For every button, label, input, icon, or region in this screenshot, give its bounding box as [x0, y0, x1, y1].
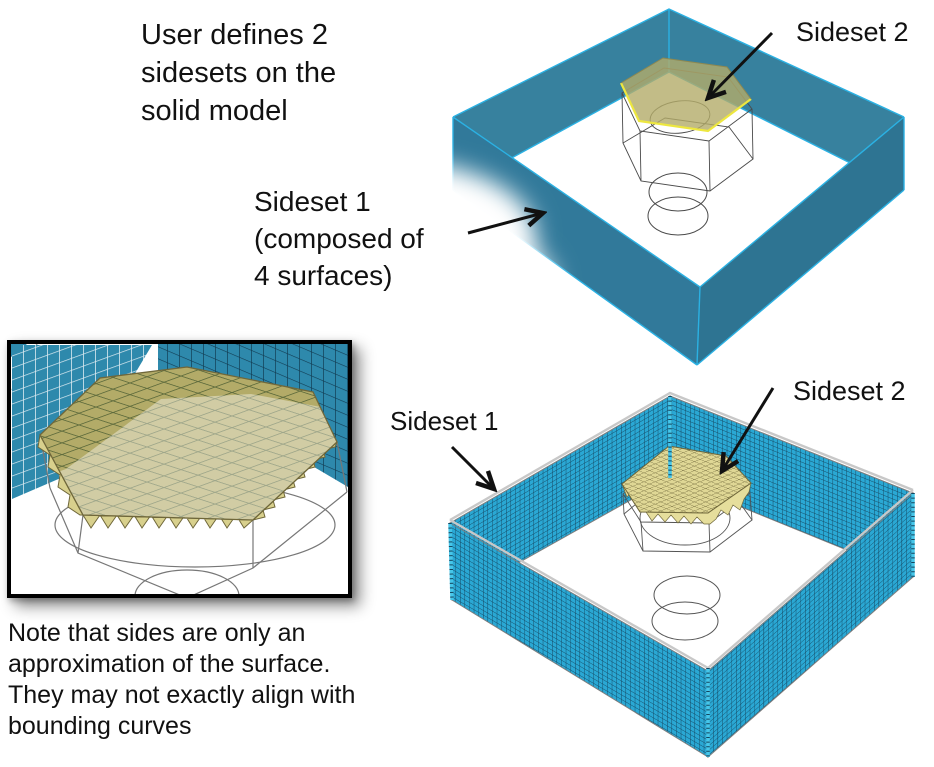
- sideset1-top-arrow: [467, 213, 543, 235]
- sideset2-bottom-label: Sideset 2: [793, 376, 906, 406]
- meshed-model-view: [448, 391, 915, 759]
- sideset2-surface-edge-bright: [620, 82, 752, 133]
- mesh-corner-posts: [448, 396, 915, 757]
- mesh-wall-front-left: [449, 522, 709, 758]
- sideset2-surface-edge-dark: [620, 57, 752, 100]
- annotation-arrows: [450, 31, 775, 489]
- mesh-rim-back: [449, 391, 914, 522]
- inset-graphics: [11, 344, 348, 594]
- solid-model-view: [452, 8, 905, 366]
- inset-sideset2-outline: [39, 366, 338, 521]
- note-text: Note that sides are only an approximatio…: [8, 618, 355, 742]
- sideset2-top-label: Sideset 2: [796, 17, 909, 47]
- wall-edges-front: [452, 116, 905, 366]
- wall-front-right: [697, 117, 904, 365]
- floor-circles: [647, 172, 709, 236]
- wall-front-left: [453, 117, 700, 365]
- slide-title: User defines 2 sidesets on the solid mod…: [141, 16, 336, 130]
- note-line-3: They may not exactly align with: [8, 681, 356, 709]
- wall-back-right: [669, 9, 904, 190]
- title-line-2: sidesets on the: [141, 57, 337, 89]
- sideset1-top-line-2: (composed of: [254, 223, 424, 254]
- mesh-floor-circles: [651, 575, 721, 641]
- sideset1-top-label: Sideset 1 (composed of 4 surfaces): [254, 183, 424, 294]
- sideset1-top-line-1: Sideset 1: [254, 186, 371, 217]
- sideset2-top-arrow: [708, 31, 774, 98]
- mesh-rim-front: [449, 489, 914, 670]
- title-line-3: solid model: [141, 95, 288, 127]
- note-line-4: bounding curves: [8, 712, 192, 740]
- sideset2-bottom-arrow: [722, 387, 775, 471]
- title-line-1: User defines 2: [141, 19, 328, 51]
- sideset2-surface: [621, 58, 751, 131]
- inset-zoom-view: [7, 340, 352, 598]
- note-line-1: Note that sides are only an: [8, 619, 306, 647]
- label-halo: [245, 160, 555, 335]
- sideset1-bottom-label: Sideset 1: [390, 406, 499, 436]
- note-line-2: approximation of the surface.: [8, 650, 331, 678]
- wall-back-left: [453, 9, 669, 190]
- sideset1-bottom-arrow: [450, 445, 494, 489]
- sideset1-top-line-3: 4 surfaces): [254, 260, 393, 291]
